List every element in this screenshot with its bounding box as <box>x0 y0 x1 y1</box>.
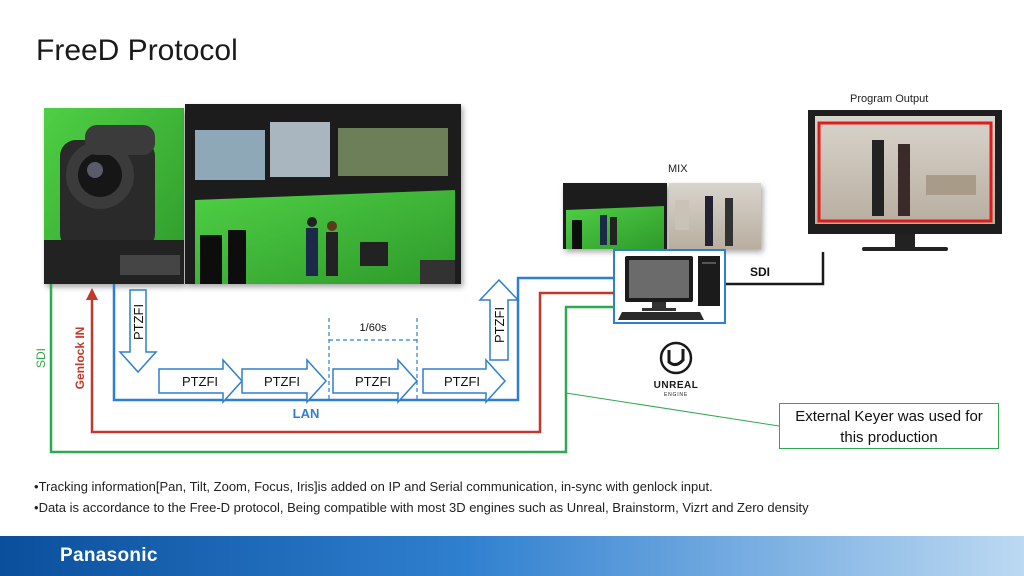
ptzfi-label-up: PTZFI <box>492 307 507 343</box>
sdi-right-line <box>726 252 825 286</box>
ptzfi-arrow-3[interactable] <box>332 358 419 404</box>
ptzfi-arrow-2[interactable] <box>241 358 328 404</box>
panasonic-logo: Panasonic <box>60 545 158 566</box>
sdi-left-line <box>49 284 614 454</box>
studio-photo <box>185 104 461 284</box>
keyer-pointer-line <box>565 392 780 427</box>
ptzfi-arrow-4[interactable] <box>422 358 507 404</box>
ptzfi-label-1: PTZFI <box>182 374 218 389</box>
ptzfi-label-2: PTZFI <box>264 374 300 389</box>
mix-label: MIX <box>668 163 688 175</box>
footer-bar <box>0 536 1024 576</box>
program-output-monitor <box>808 110 1002 251</box>
ptzfi-label-down: PTZFI <box>131 304 146 340</box>
bullet-item: Data is accordance to the Free-D protoco… <box>34 497 809 518</box>
program-output-label: Program Output <box>850 93 929 105</box>
bullet-item: Tracking information[Pan, Tilt, Zoom, Fo… <box>34 476 809 497</box>
camera-photo <box>44 108 184 284</box>
ptzfi-up-arrow[interactable] <box>478 278 520 361</box>
sdi-left-label: SDI <box>34 348 48 368</box>
genlock-arrowhead <box>86 288 98 300</box>
ptzfi-label-4: PTZFI <box>444 374 480 389</box>
lan-line <box>112 276 614 402</box>
genlock-label: Genlock IN <box>73 327 87 390</box>
mix-green-thumb <box>563 183 667 249</box>
genlock-line <box>90 291 614 434</box>
ptzfi-down-arrow[interactable] <box>118 289 158 374</box>
mix-composite-thumb <box>669 183 761 249</box>
ptzfi-label-3: PTZFI <box>355 374 391 389</box>
unreal-engine-text: UNREAL <box>654 380 699 391</box>
page-title: FreeD Protocol <box>36 34 238 67</box>
lan-label: LAN <box>293 406 320 421</box>
sdi-right-label: SDI <box>750 265 770 279</box>
unreal-engine-subtext: ENGINE <box>664 392 688 398</box>
unreal-engine-logo: UNREAL ENGINE <box>654 341 699 398</box>
keyer-note-line2: this production <box>840 429 938 446</box>
external-keyer-note: External Keyer was used for this product… <box>779 403 999 449</box>
ptzfi-arrow-1[interactable] <box>158 358 244 404</box>
keyer-note-line1: External Keyer was used for <box>795 408 983 425</box>
interval-bracket <box>328 318 418 400</box>
bullet-list: Tracking information[Pan, Tilt, Zoom, Fo… <box>34 476 809 518</box>
interval-label: 1/60s <box>360 322 387 334</box>
workstation-pc <box>613 249 726 324</box>
